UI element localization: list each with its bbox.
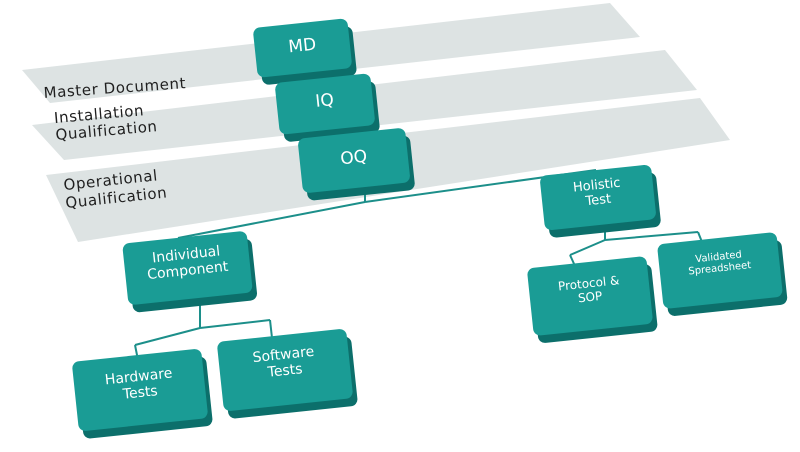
node-software-label: Software [252,344,315,366]
node-oq: OQ [298,128,415,201]
node-iq-face [275,73,375,135]
node-md: MD [253,18,357,85]
node-individual-face [122,231,253,305]
node-holistic-label: Test [584,192,612,210]
node-md-label: MD [287,35,317,58]
node-validated-label: Validated [695,249,743,265]
node-md-face [253,18,352,78]
connector-indiv-split-r [199,319,271,329]
connector-holistic-split-left [569,239,606,256]
node-holistic-label: Holistic [572,176,621,196]
connector-left-branch [177,201,366,239]
node-hardware-face [72,349,208,431]
connector-sw-stub [269,319,273,339]
node-holistic-face [540,164,656,231]
node-oq-label: OQ [339,147,368,170]
node-protocol-label: SOP [577,289,603,305]
node-iq: IQ [275,73,380,142]
node-hardware-label: Hardware [104,365,173,388]
connector-holistic-split-right [604,231,699,241]
node-iq-label: IQ [314,90,334,112]
node-individual-label: Individual [151,243,220,266]
connector-indiv-split-l [134,327,201,346]
node-protocol-face [527,256,653,336]
node-protocol-label: Protocol & [557,273,620,293]
node-validated-face [657,232,783,309]
node-software-face [217,329,353,411]
node-software-label: Tests [266,361,303,381]
node-hardware-label: Tests [121,383,158,403]
node-protocol: Protocol &SOP [527,256,658,343]
node-oq-face [298,128,410,193]
